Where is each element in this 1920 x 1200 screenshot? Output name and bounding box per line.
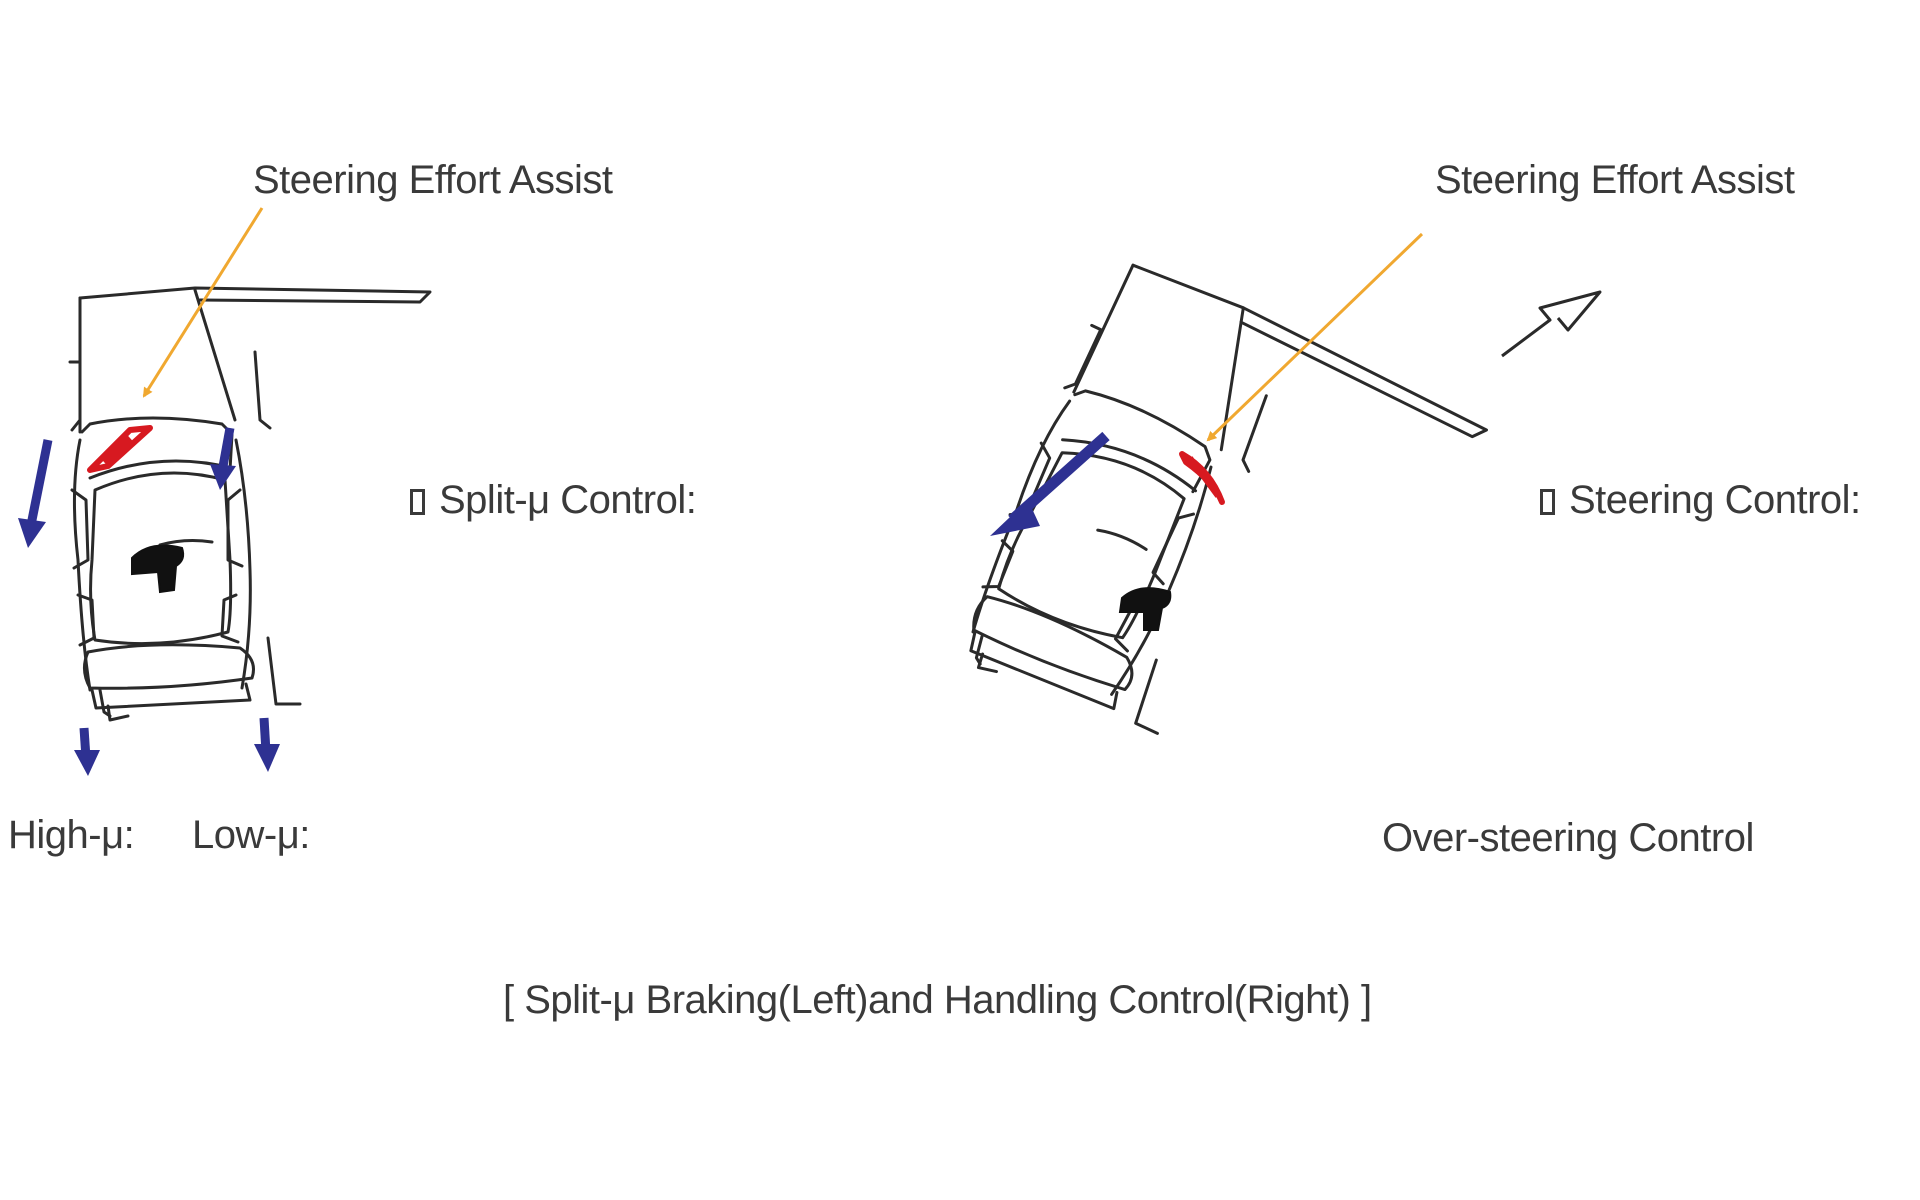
left-vehicle	[68, 286, 432, 722]
left-rear-door	[981, 539, 1015, 589]
callout-label-left: Steering Effort Assist	[253, 158, 613, 202]
steering-wheel-icon	[1118, 587, 1172, 631]
steering-guide-line	[1131, 263, 1488, 439]
rear-window	[972, 595, 1134, 692]
rear-left-tire	[976, 652, 998, 674]
right-vehicle	[969, 263, 1488, 735]
rear-left-tire	[106, 704, 130, 722]
hood-line	[80, 416, 234, 472]
hollow-square-icon	[1540, 489, 1555, 515]
front-left-tire	[68, 360, 82, 432]
guide-line-left	[1072, 263, 1135, 394]
left-door	[70, 488, 90, 570]
steering-control-text: Steering Control:	[1569, 478, 1861, 522]
windshield	[1061, 438, 1198, 493]
right-door	[226, 488, 244, 568]
rear-right-tire	[266, 636, 302, 706]
over-steering-control-label: Over-steering Control	[1382, 816, 1754, 860]
arrow-icon	[18, 439, 53, 548]
front-left-tire	[1063, 323, 1103, 390]
rear-window	[83, 643, 255, 690]
rear-bumper	[969, 631, 1119, 711]
right-door	[1151, 512, 1195, 586]
split-mu-control-label: Split-μ Control:	[410, 478, 697, 522]
guide-line-right	[1219, 306, 1245, 452]
arrow-icon	[74, 727, 100, 776]
steering-column	[1096, 528, 1148, 551]
split-mu-control-text: Split-μ Control:	[439, 478, 697, 522]
rear-right-tire	[1134, 658, 1159, 735]
callout-arrow-left	[142, 207, 264, 398]
force-arrows-left	[18, 427, 280, 776]
steer-assist-highlight	[1179, 451, 1225, 505]
body-right	[234, 438, 252, 690]
callout-label-right: Steering Effort Assist	[1435, 158, 1795, 202]
steering-wheel-icon	[131, 544, 185, 594]
front-right-tire	[253, 350, 272, 430]
low-mu-label: Low-μ:	[192, 813, 310, 857]
front-right-tire	[1241, 394, 1268, 473]
figure-caption: [ Split-μ Braking(Left)and Handling Cont…	[503, 978, 1372, 1022]
guide-line-right	[193, 288, 237, 422]
rotation-indicator-icon	[1501, 290, 1602, 358]
rear-bumper	[90, 682, 252, 710]
left-rear-door	[76, 593, 96, 647]
steering-control-label: Steering Control:	[1540, 480, 1861, 520]
arrow-icon	[990, 431, 1110, 536]
body-right	[1110, 465, 1213, 696]
steer-assist-highlight	[87, 425, 153, 473]
arrow-icon	[210, 427, 236, 490]
hood-line	[1073, 389, 1212, 494]
steering-column	[158, 539, 214, 547]
callout-arrow-right	[1206, 232, 1424, 442]
right-rear-door	[220, 593, 240, 644]
arrow-icon	[254, 717, 280, 772]
steering-guide-line	[78, 286, 432, 304]
hollow-square-icon	[410, 489, 425, 515]
high-mu-label: High-μ:	[8, 813, 135, 857]
